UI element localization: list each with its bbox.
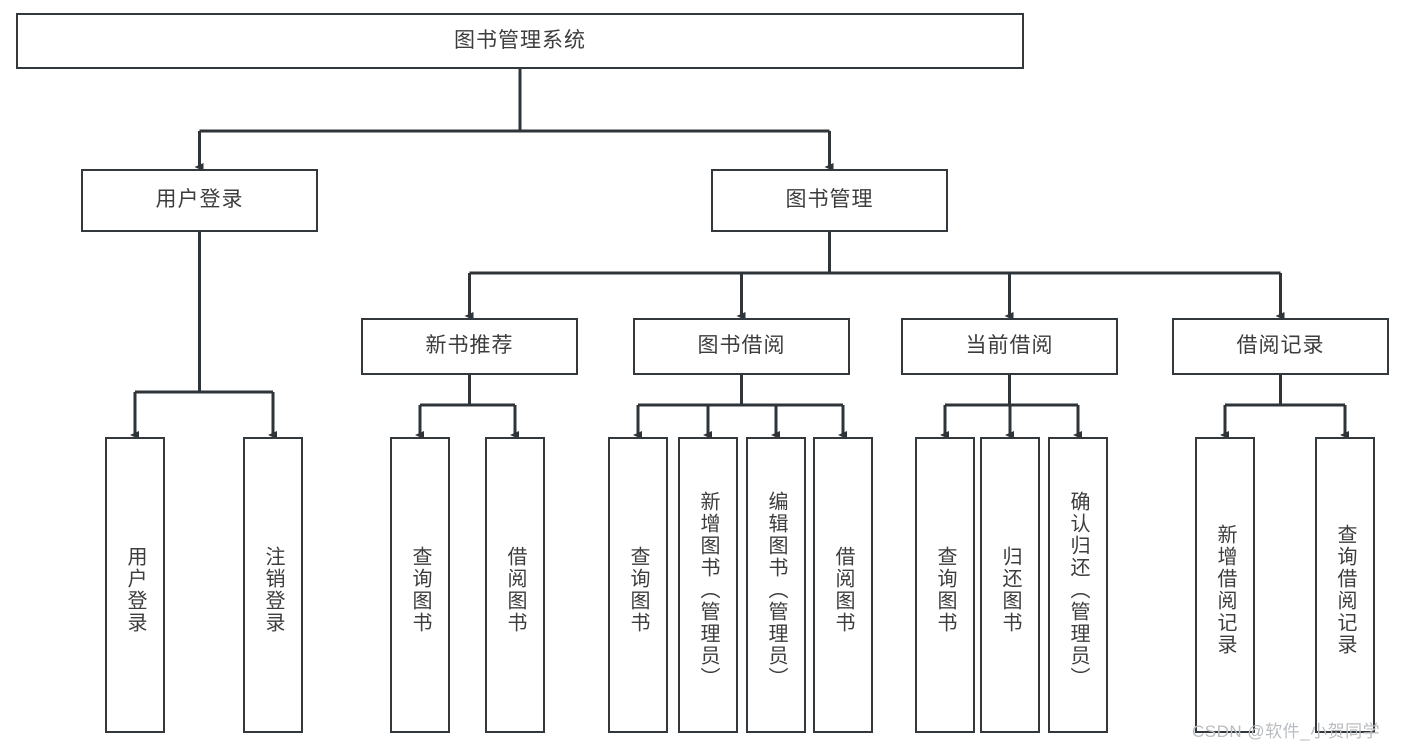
vertical-text-wrap: 新增借阅记录 <box>1197 449 1253 731</box>
node-login: 用户登录 <box>81 169 318 232</box>
vertical-text-wrap: 确认归还（管理员） <box>1050 449 1106 731</box>
vertical-text-wrap: 借阅图书 <box>815 449 871 731</box>
node-label: 图书管理 <box>785 188 874 212</box>
node-label: 新增借阅记录 <box>1214 524 1236 656</box>
node-label: 查询借阅记录 <box>1334 524 1356 656</box>
node-label: 用户登录 <box>124 546 146 634</box>
node-leaf-2: 注销登录 <box>243 437 303 733</box>
vertical-text-wrap: 查询图书 <box>917 449 973 731</box>
node-leaf-3: 查询图书 <box>390 437 450 733</box>
node-label: 用户登录 <box>155 188 244 212</box>
node-label: 查询图书 <box>934 546 956 634</box>
vertical-text-wrap: 归还图书 <box>982 449 1038 731</box>
node-label: 图书借阅 <box>697 334 786 358</box>
node-label: 图书管理系统 <box>454 28 586 52</box>
node-label: 归还图书 <box>999 546 1021 634</box>
node-leaf-4: 借阅图书 <box>485 437 545 733</box>
node-leaf-12: 新增借阅记录 <box>1195 437 1255 733</box>
vertical-text-wrap: 用户登录 <box>107 449 163 731</box>
vertical-text-wrap: 编辑图书（管理员） <box>748 449 804 731</box>
node-label: 借阅图书 <box>504 546 526 634</box>
node-leaf-10: 归还图书 <box>980 437 1040 733</box>
node-label: 确认归还（管理员） <box>1067 491 1089 689</box>
node-label: 注销登录 <box>262 546 284 634</box>
node-newbook: 新书推荐 <box>361 318 578 375</box>
vertical-text-wrap: 借阅图书 <box>487 449 543 731</box>
vertical-text-wrap: 查询借阅记录 <box>1317 449 1373 731</box>
node-label: 当前借阅 <box>965 334 1054 358</box>
node-borrow: 图书借阅 <box>633 318 850 375</box>
node-records: 借阅记录 <box>1172 318 1389 375</box>
node-label: 新书推荐 <box>425 334 514 358</box>
vertical-text-wrap: 查询图书 <box>610 449 666 731</box>
node-label: 编辑图书（管理员） <box>765 491 787 689</box>
vertical-text-wrap: 新增图书（管理员） <box>680 449 736 731</box>
node-leaf-8: 借阅图书 <box>813 437 873 733</box>
vertical-text-wrap: 注销登录 <box>245 449 301 731</box>
node-leaf-1: 用户登录 <box>105 437 165 733</box>
vertical-text-wrap: 查询图书 <box>392 449 448 731</box>
node-label: 查询图书 <box>627 546 649 634</box>
node-leaf-7: 编辑图书（管理员） <box>746 437 806 733</box>
node-label: 借阅记录 <box>1236 334 1325 358</box>
node-root: 图书管理系统 <box>16 13 1024 69</box>
node-leaf-13: 查询借阅记录 <box>1315 437 1375 733</box>
node-label: 新增图书（管理员） <box>697 491 719 689</box>
node-label: 借阅图书 <box>832 546 854 634</box>
node-bookmgmt: 图书管理 <box>711 169 948 232</box>
node-leaf-11: 确认归还（管理员） <box>1048 437 1108 733</box>
node-leaf-5: 查询图书 <box>608 437 668 733</box>
node-leaf-6: 新增图书（管理员） <box>678 437 738 733</box>
node-label: 查询图书 <box>409 546 431 634</box>
node-leaf-9: 查询图书 <box>915 437 975 733</box>
node-current: 当前借阅 <box>901 318 1118 375</box>
